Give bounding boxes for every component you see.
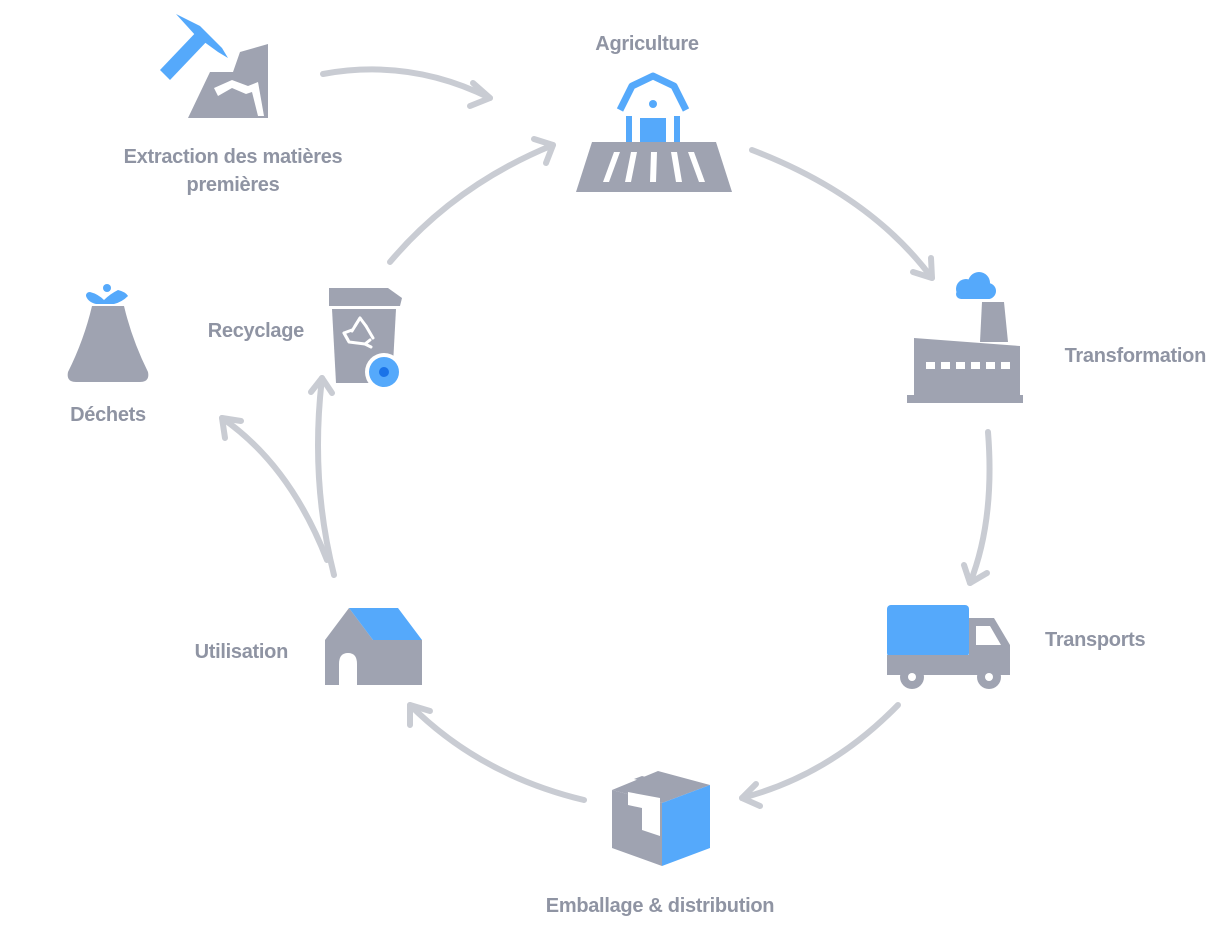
node-label-extraction-line2: premières: [187, 174, 280, 196]
arrow-extraction-to-agriculture: [320, 66, 493, 109]
arrow-transformation-to-transports: [961, 429, 993, 586]
node-label-recyclage: Recyclage: [208, 320, 304, 342]
house-icon: [325, 608, 422, 685]
arrow-agriculture-to-transformation: [749, 147, 935, 281]
node-label-transformation: Transformation: [1065, 345, 1206, 367]
node-label-dechets: Déchets: [70, 404, 146, 426]
arrows: [219, 66, 993, 809]
node-label-utilisation: Utilisation: [195, 641, 288, 663]
labels: Extraction des matières premières Agricu…: [70, 33, 1206, 917]
node-label-transports: Transports: [1045, 629, 1146, 651]
arrow-recyclage-to-agriculture: [387, 136, 556, 265]
node-label-extraction-line1: Extraction des matières: [124, 146, 343, 168]
farm-icon: [576, 72, 732, 192]
arrow-utilisation-to-recyclage: [308, 375, 337, 578]
node-label-emballage: Emballage & distribution: [546, 895, 774, 917]
arrow-emballage-to-utilisation: [407, 702, 587, 803]
pickaxe-mountain-icon: [160, 14, 268, 118]
arrow-transports-to-emballage: [739, 702, 901, 809]
recycling-bin-icon: [329, 288, 403, 391]
trash-bag-icon: [67, 284, 149, 382]
truck-icon: [887, 605, 1010, 689]
package-box-icon: [612, 771, 710, 866]
recycle-symbol-icon: [342, 316, 375, 349]
arrow-utilisation-to-dechets: [219, 415, 330, 563]
factory-icon: [907, 272, 1023, 403]
node-label-agriculture: Agriculture: [595, 33, 699, 55]
